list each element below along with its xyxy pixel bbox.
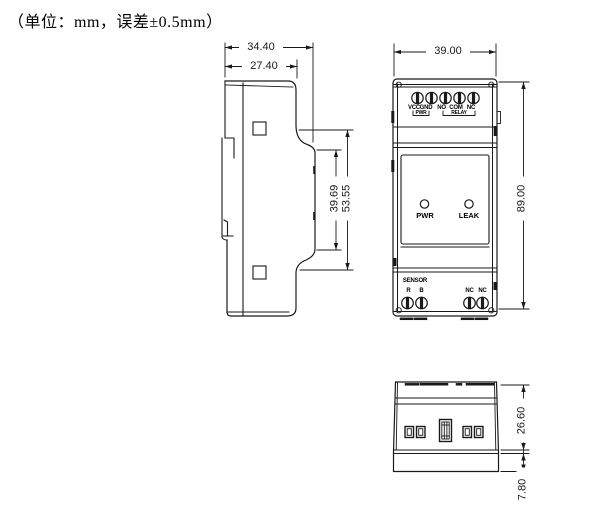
- side-edge-notch-lower: [313, 212, 316, 220]
- bottom-body-outline: [392, 381, 500, 473]
- front-top-terminal-screws: [411, 91, 480, 105]
- terminal-label-com: COM: [449, 104, 463, 111]
- side-square-hole-bottom: [252, 265, 267, 280]
- front-bottom-terminal-screws: [401, 296, 489, 310]
- side-top-lip-line: [224, 84, 294, 88]
- front-left-tab: [393, 258, 397, 266]
- relay-group-bracket: [442, 110, 476, 116]
- bottom-view: [392, 381, 530, 504]
- bottom-left-wall: [395, 382, 398, 451]
- side-profile-left-edge: [221, 80, 235, 241]
- dim-label-7-80: 7.80: [516, 467, 530, 511]
- pwr-led: [419, 199, 430, 209]
- terminal-label-r: R: [406, 287, 411, 294]
- terminal-label-nc1: NC: [465, 287, 474, 294]
- front-left-tab: [391, 111, 395, 123]
- side-profile-outline: [224, 80, 316, 317]
- group-label-relay: RELAY: [451, 109, 467, 116]
- unit-tolerance-note: （单位：mm，误差±0.5mm）: [8, 14, 223, 31]
- pwr-group-bracket: [412, 110, 430, 116]
- front-right-bump: [496, 111, 501, 124]
- front-right-tab: [493, 282, 497, 290]
- din-rail-clip: [438, 418, 453, 443]
- dim-label-34-40: 34.40: [239, 41, 283, 54]
- dim-label-26-60: 26.60: [515, 398, 529, 442]
- terminal-label-gnd: GND: [419, 104, 433, 111]
- terminal-label-sensor: SENSOR: [402, 278, 428, 284]
- terminal-label-no: NO: [437, 104, 446, 111]
- bottom-right-wall: [494, 382, 497, 451]
- terminal-label-b: B: [419, 287, 424, 294]
- terminal-label-nc: NC: [466, 104, 476, 111]
- front-body-outline: [392, 78, 498, 317]
- side-view: [221, 42, 354, 317]
- dim-label-89-00: 89.00: [515, 176, 529, 220]
- dim-label-27-40: 27.40: [242, 60, 286, 73]
- led-label-leak: LEAK: [458, 210, 480, 220]
- group-label-pwr: PWR: [415, 109, 427, 116]
- side-square-hole-top: [252, 121, 267, 136]
- dim-label-53-55: 53.55: [340, 176, 354, 220]
- dim-label-39-00: 39.00: [426, 45, 470, 58]
- side-edge-notch-upper: [313, 166, 316, 174]
- terminal-label-vcc: VCC: [407, 104, 421, 111]
- front-corner-screw: [488, 307, 495, 314]
- leak-led: [464, 199, 474, 209]
- front-view: [391, 43, 530, 321]
- front-left-tab: [391, 160, 395, 172]
- side-dim-34-40: [224, 42, 314, 143]
- terminal-label-nc2: NC: [478, 287, 487, 294]
- led-label-pwr: PWR: [416, 210, 434, 220]
- front-corner-screw: [395, 307, 402, 314]
- bottom-slot-squares: [404, 425, 484, 439]
- front-middle-panel: [400, 154, 490, 245]
- front-right-tab: [493, 126, 497, 136]
